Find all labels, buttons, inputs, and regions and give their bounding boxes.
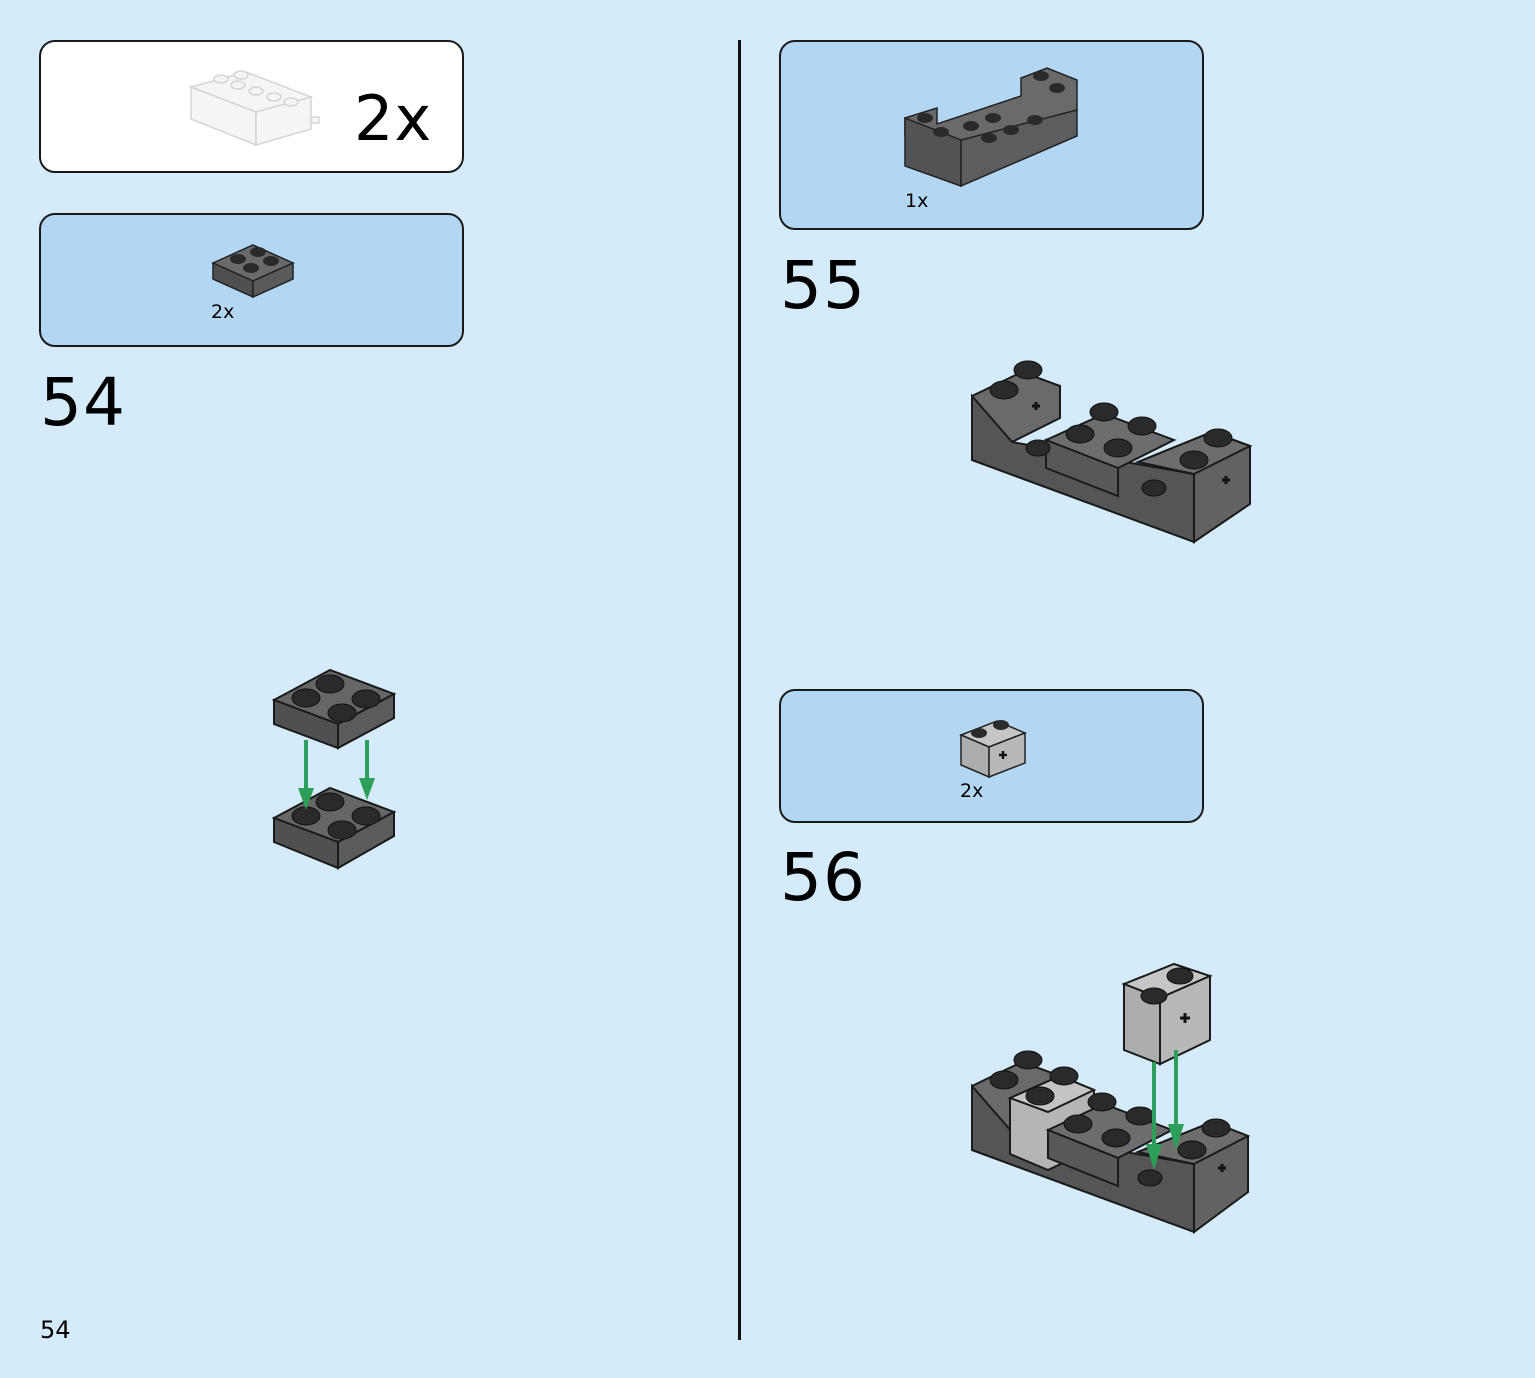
page-divider [738, 40, 741, 1340]
step-number-56: 56 [780, 839, 866, 916]
parts-quantity-step-54: 2x [211, 301, 235, 323]
submodel-quantity: 2x [354, 82, 433, 155]
parts-panel-step-55: 1x [779, 40, 1204, 230]
submodel-preview-image [188, 70, 320, 147]
submodel-callout: 2x [39, 40, 464, 173]
step-number-55: 55 [780, 247, 866, 324]
brick-modified-u-icon [904, 67, 1078, 188]
plate-2x2-icon [211, 244, 295, 299]
page-number: 54 [40, 1316, 71, 1344]
brick-1x2-axle-hole-icon [959, 720, 1027, 779]
step-number-54: 54 [40, 364, 126, 441]
parts-panel-step-54: 2x [39, 213, 464, 347]
step-55-assembly-illustration [971, 360, 1253, 544]
parts-quantity-step-55: 1x [905, 190, 929, 212]
parts-quantity-step-56: 2x [960, 780, 984, 802]
step-56-assembly-illustration [971, 962, 1251, 1234]
step-54-assembly-illustration [271, 668, 397, 870]
parts-panel-step-56: 2x [779, 689, 1204, 823]
